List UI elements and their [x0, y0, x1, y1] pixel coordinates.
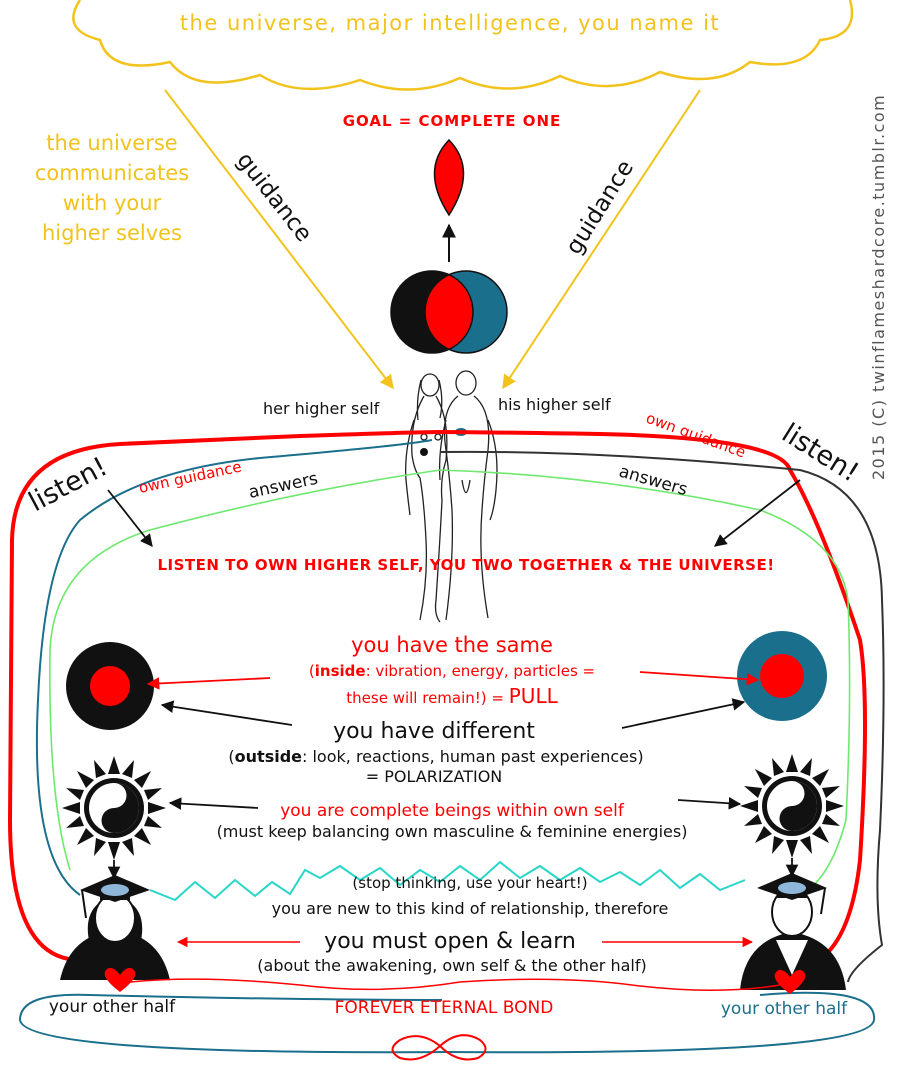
- her-higher-self-label: her higher self: [263, 399, 380, 418]
- teal-loop-line: [18, 439, 876, 1054]
- balancing-text: (must keep balancing own masculine & fem…: [217, 822, 688, 841]
- different-outside-text: (outside: look, reactions, human past ex…: [228, 747, 643, 766]
- different-arrow-left: [160, 700, 293, 726]
- listen-arrow-right: [714, 479, 801, 547]
- open-learn-text: you must open & learn: [324, 929, 576, 954]
- about-awakening-text: (about the awakening, own self & the oth…: [257, 956, 646, 975]
- couple-figure-icon: [405, 370, 498, 623]
- stop-thinking-text: (stop thinking, use your heart!): [352, 874, 587, 892]
- listen-arrow-left: [107, 489, 153, 547]
- copyright-text: 2015 (C) twinflameshardcore.tumblr.com: [869, 94, 888, 480]
- answers-label-right: answers: [617, 462, 690, 501]
- heart-icon-left: [104, 967, 136, 992]
- her-dot: [420, 448, 428, 456]
- svg-text:with your: with your: [63, 191, 162, 215]
- svg-text:the universe: the universe: [46, 131, 177, 155]
- goal-label: GOAL = COMPLETE ONE: [343, 112, 562, 130]
- complete-beings-text: you are complete beings within own self: [280, 801, 625, 821]
- same-arrow-right: [639, 671, 760, 686]
- same-remain-text: these will remain!) = PULL: [346, 684, 558, 708]
- green-loop-line: [49, 469, 851, 896]
- gray-loop-line: [439, 450, 885, 983]
- cloud-icon: [72, 0, 854, 91]
- polarization-text: = POLARIZATION: [366, 767, 503, 786]
- his-higher-self-label: his higher self: [498, 395, 611, 414]
- other-half-right-label: your other half: [721, 999, 848, 1019]
- red-flame-icon: [433, 138, 465, 217]
- svg-text:higher selves: higher selves: [42, 221, 182, 245]
- svg-text:communicates: communicates: [35, 161, 189, 185]
- other-half-left-label: your other half: [49, 997, 176, 1017]
- yin-yang-sun-icon-right: [740, 754, 844, 858]
- same-inside-text: (inside: vibration, energy, particles =: [309, 662, 595, 680]
- heart-icon-right: [774, 969, 806, 994]
- universe-label: the universe, major intelligence, you na…: [180, 11, 720, 35]
- same-title: you have the same: [351, 633, 553, 657]
- different-title: you have different: [333, 719, 535, 744]
- venn-circles-icon: [390, 270, 508, 354]
- same-arrow-left: [146, 677, 271, 690]
- red-loop-line: [7, 429, 867, 968]
- guidance-arrow-left: [164, 89, 394, 390]
- forever-bond-label: FOREVER ETERNAL BOND: [335, 998, 554, 1018]
- graduate-man-icon: [740, 873, 846, 990]
- different-arrow-right: [621, 698, 746, 729]
- black-red-circle-icon: [66, 642, 154, 730]
- complete-arrow-right: [677, 796, 742, 810]
- cyan-zigzag-line: [149, 860, 746, 902]
- listen-instruction: LISTEN TO OWN HIGHER SELF, YOU TWO TOGET…: [157, 556, 774, 574]
- red-bond-line: [129, 978, 781, 991]
- own-guidance-label-left: own guidance: [137, 458, 243, 497]
- yin-yang-sun-icon-left: [62, 756, 166, 860]
- infinity-icon: [391, 1034, 487, 1061]
- guidance-label-right: guidance: [561, 156, 639, 259]
- complete-arrow-left: [168, 797, 259, 810]
- teal-red-circle-icon: [737, 631, 827, 721]
- guidance-arrow-right: [502, 89, 701, 390]
- communicates-text: the universe communicates with your high…: [35, 131, 189, 245]
- graduate-woman-icon: [60, 875, 170, 980]
- new-relationship-text: you are new to this kind of relationship…: [272, 899, 669, 918]
- listen-label-left: listen!: [24, 451, 113, 518]
